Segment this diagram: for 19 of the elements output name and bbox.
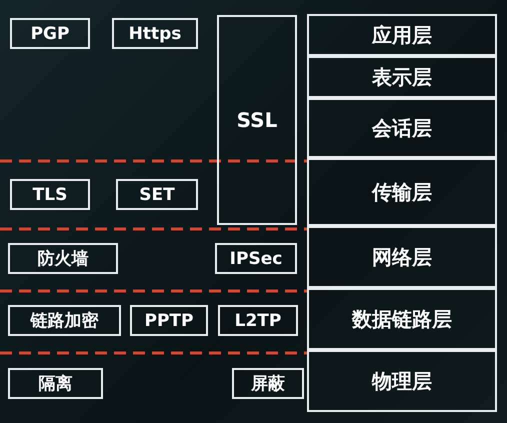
protocol-box: 屏蔽 (232, 368, 304, 399)
protocol-box: IPSec (215, 243, 297, 274)
protocol-box: SSL (217, 15, 297, 225)
layer-box: 表示层 (307, 56, 497, 98)
protocol-box: L2TP (218, 305, 298, 336)
protocol-box: TLS (10, 179, 90, 210)
protocol-box: PGP (10, 18, 90, 49)
protocol-box: 防火墙 (8, 243, 118, 274)
protocol-box: Https (112, 18, 198, 49)
protocol-box: 隔离 (8, 368, 103, 399)
layer-box: 物理层 (307, 350, 497, 412)
layer-box: 网络层 (307, 226, 497, 288)
layer-box: 数据链路层 (307, 288, 497, 350)
layer-box: 会话层 (307, 98, 497, 158)
layer-box: 传输层 (307, 158, 497, 226)
protocol-box: PPTP (130, 305, 208, 336)
protocol-box: 链路加密 (8, 305, 121, 336)
layer-box: 应用层 (307, 14, 497, 56)
protocol-box: SET (116, 179, 198, 210)
